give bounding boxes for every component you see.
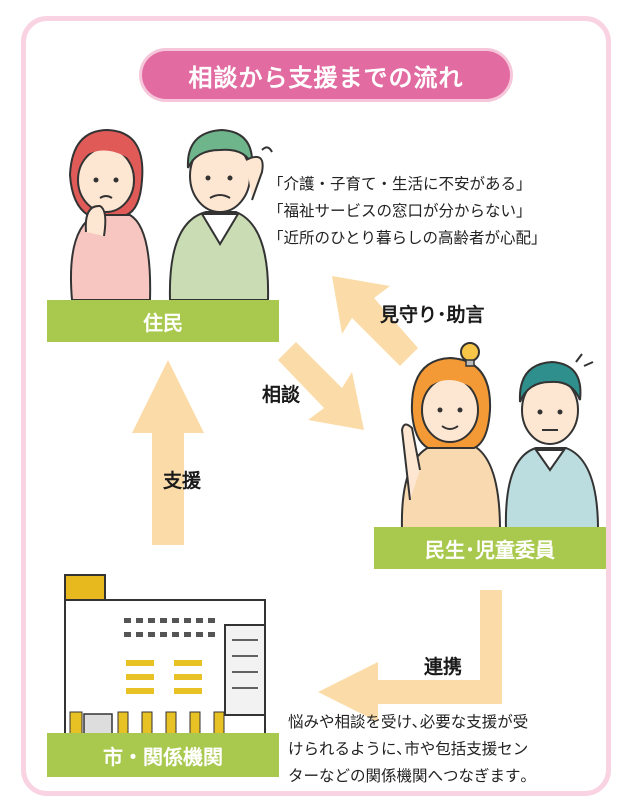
support-arrow [132, 360, 204, 545]
city-building-illustration [64, 574, 266, 739]
consult-label: 相談 [262, 384, 301, 406]
resident-concern-1: 「介護・子育て・生活に不安がある」 [268, 175, 532, 193]
resident-concern-2: 「福祉サービスの窓口が分からない」 [268, 202, 532, 220]
commissioners-label: 民生･児童委員 [374, 527, 606, 569]
link-arrow [318, 590, 502, 722]
link-label: 連携 [424, 656, 463, 678]
description-line-2: けられるように､市や包括支援セン [288, 740, 529, 758]
description: 悩みや相談を受け､必要な支援が受 けられるように､市や包括支援セン ターなどの関… [288, 709, 608, 790]
residents-label: 住民 [47, 300, 279, 342]
diagram-title: 相談から支援までの流れ [142, 51, 510, 99]
commissioner-woman-illustration [400, 342, 502, 531]
support-label: 支援 [163, 470, 202, 492]
description-line-1: 悩みや相談を受け､必要な支援が受 [288, 713, 529, 731]
watch-advice-label: 見守り･助言 [380, 304, 485, 326]
city-agencies-label: 市・関係機関 [47, 733, 279, 777]
resident-concern-3: 「近所のひとり暮らしの高齢者が心配」 [268, 229, 547, 247]
resident-woman-illustration [68, 128, 152, 301]
resident-man-illustration [168, 128, 273, 301]
consult-arrow [278, 342, 364, 430]
arrows [132, 276, 502, 722]
commissioner-man-illustration [504, 353, 600, 531]
description-line-3: ターなどの関係機関へつなぎます｡ [288, 767, 529, 785]
watch-arrow [332, 276, 418, 366]
